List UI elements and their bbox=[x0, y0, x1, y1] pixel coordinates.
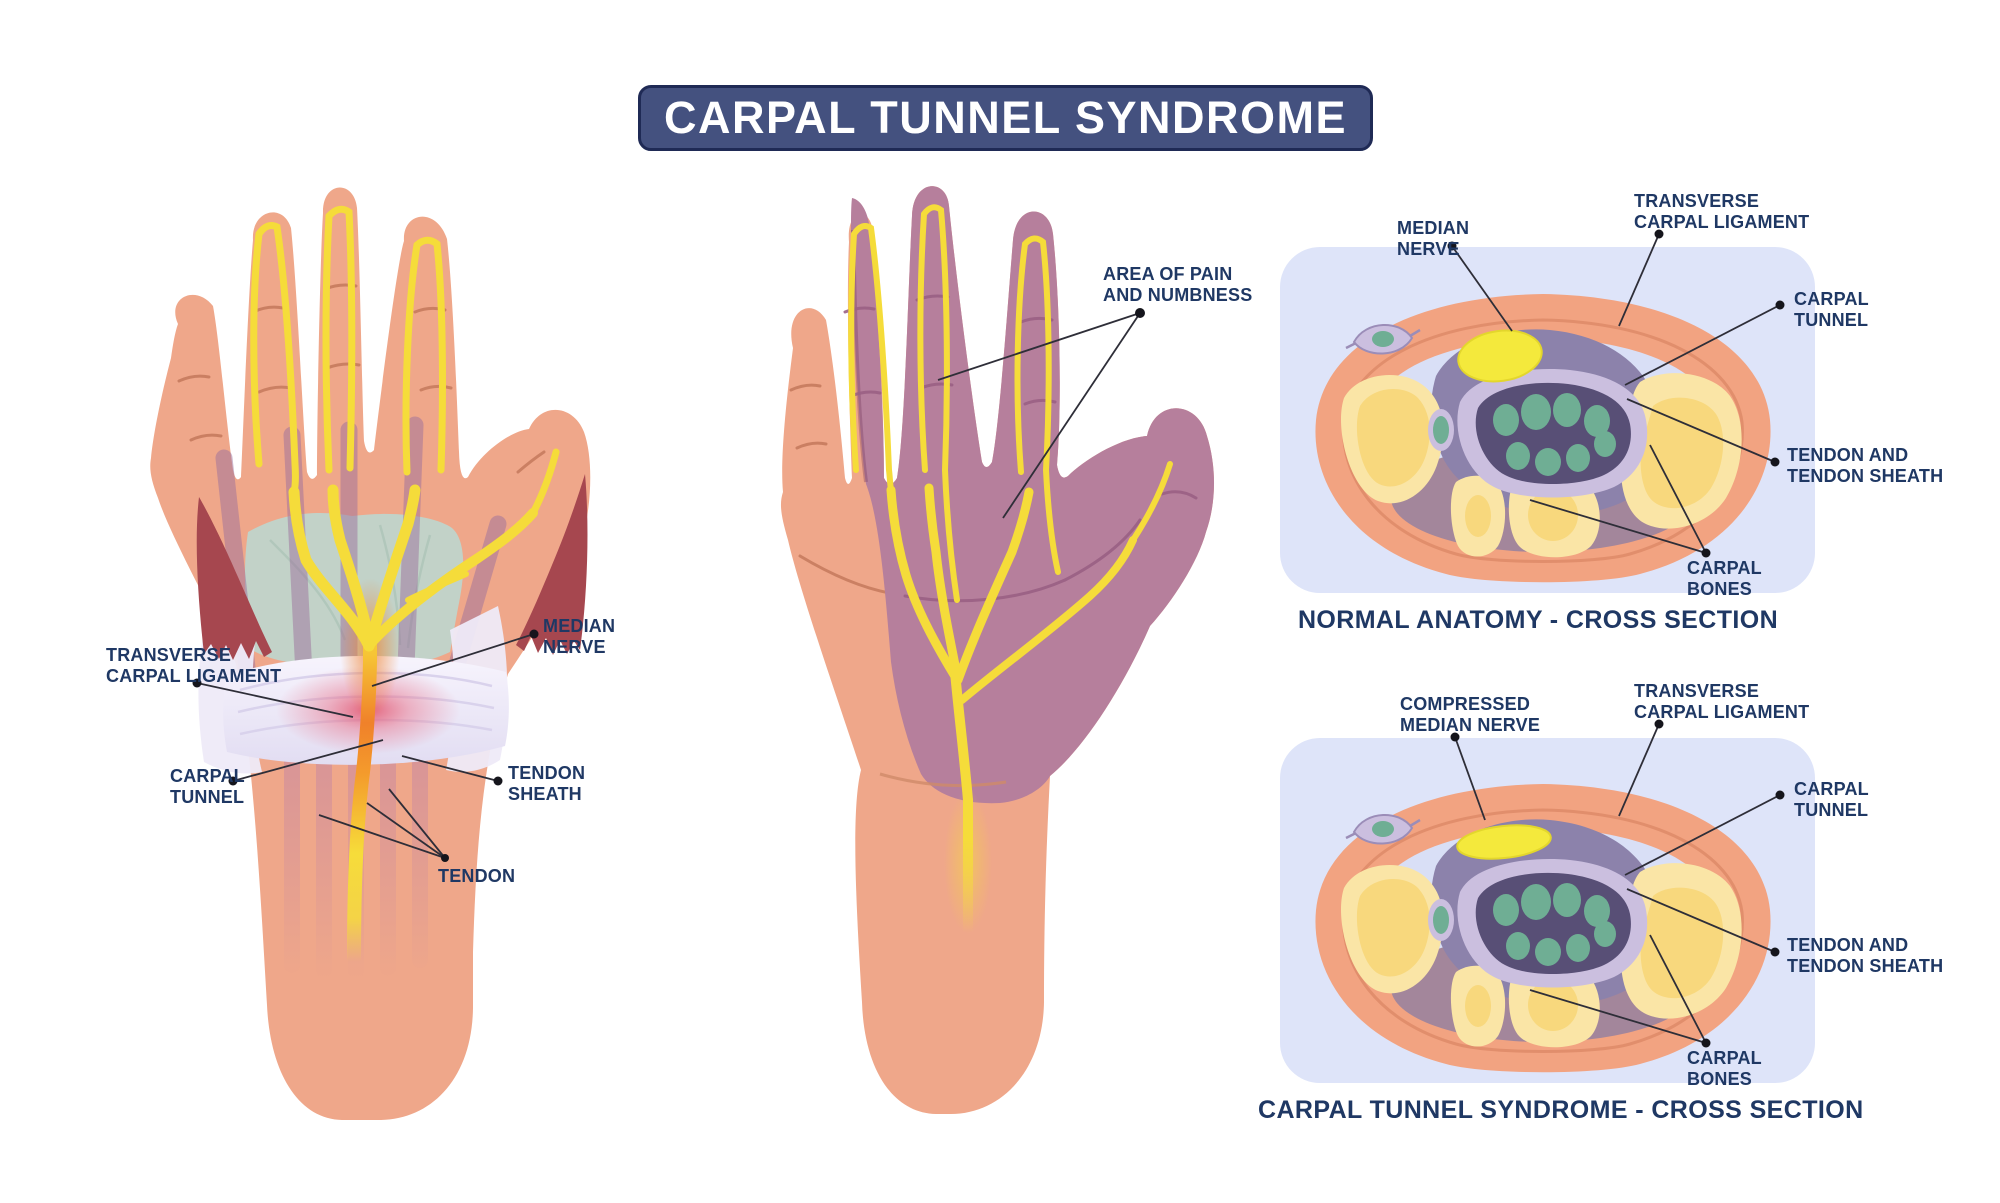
label-ns-transverse-carpal-ligament: TRANSVERSE CARPAL LIGAMENT bbox=[1634, 191, 1809, 233]
label-line: TENDON AND bbox=[1787, 445, 1909, 465]
label-tendon: TENDON bbox=[438, 866, 515, 887]
page-title: CARPAL TUNNEL SYNDROME bbox=[638, 85, 1373, 151]
wrist-crease bbox=[879, 772, 1007, 788]
label-cts-carpal-tunnel: CARPAL TUNNEL bbox=[1794, 779, 1869, 821]
label-line: CARPAL bbox=[1794, 289, 1869, 309]
label-line: TUNNEL bbox=[1794, 310, 1869, 330]
label-line: NERVE bbox=[543, 637, 606, 657]
label-transverse-carpal-ligament: TRANSVERSE CARPAL LIGAMENT bbox=[106, 645, 281, 687]
label-line: COMPRESSED bbox=[1400, 694, 1531, 714]
leader-dots bbox=[192, 229, 1785, 1048]
label-line: TENDON bbox=[508, 763, 586, 783]
label-line: TENDON AND bbox=[1787, 935, 1909, 955]
label-line: CARPAL LIGAMENT bbox=[1634, 212, 1810, 232]
median-nerve-normal-shape bbox=[1457, 329, 1543, 383]
cts-section-caption: CARPAL TUNNEL SYNDROME - CROSS SECTION bbox=[1258, 1096, 1864, 1124]
median-nerve-paths bbox=[250, 205, 560, 965]
leader-lines bbox=[196, 233, 1781, 1044]
label-line: AREA OF PAIN bbox=[1103, 264, 1233, 284]
label-line: CARPAL LIGAMENT bbox=[1634, 702, 1810, 722]
label-cts-compressed-median-nerve: COMPRESSED MEDIAN NERVE bbox=[1400, 694, 1540, 736]
label-cts-transverse-carpal-ligament: TRANSVERSE CARPAL LIGAMENT bbox=[1634, 681, 1809, 723]
label-line: TRANSVERSE bbox=[106, 645, 232, 665]
label-area-of-pain: AREA OF PAIN AND NUMBNESS bbox=[1103, 264, 1252, 306]
label-line: CARPAL bbox=[1687, 558, 1762, 578]
label-line: SHEATH bbox=[508, 784, 582, 804]
label-line: NERVE bbox=[1397, 239, 1460, 259]
median-nerve-compressed-shape bbox=[1456, 824, 1552, 860]
label-line: TENDON SHEATH bbox=[1787, 466, 1944, 486]
muscle-right bbox=[516, 474, 588, 655]
label-line: TENDON bbox=[438, 866, 516, 886]
label-line: TRANSVERSE bbox=[1634, 681, 1760, 701]
label-ns-tendon-and-sheath: TENDON AND TENDON SHEATH bbox=[1787, 445, 1943, 487]
label-carpal-tunnel: CARPAL TUNNEL bbox=[170, 766, 245, 808]
label-line: CARPAL bbox=[1687, 1048, 1762, 1068]
label-line: BONES bbox=[1687, 579, 1753, 599]
label-line: MEDIAN NERVE bbox=[1400, 715, 1541, 735]
normal-section-caption: NORMAL ANATOMY - CROSS SECTION bbox=[1297, 606, 1779, 634]
label-median-nerve: MEDIAN NERVE bbox=[543, 616, 615, 658]
label-line: BONES bbox=[1687, 1069, 1753, 1089]
cross-section-normal bbox=[1313, 292, 1773, 584]
median-nerve-palm-paths bbox=[848, 204, 1173, 935]
label-line: TENDON SHEATH bbox=[1787, 956, 1944, 976]
muscle-left bbox=[196, 497, 272, 660]
label-cts-carpal-bones: CARPAL BONES bbox=[1687, 1048, 1762, 1090]
label-line: CARPAL bbox=[170, 766, 245, 786]
label-line: TUNNEL bbox=[1794, 800, 1869, 820]
label-line: CARPAL LIGAMENT bbox=[106, 666, 282, 686]
label-line: MEDIAN bbox=[543, 616, 616, 636]
label-ns-median-nerve: MEDIAN NERVE bbox=[1397, 218, 1469, 260]
label-cts-tendon-and-sheath: TENDON AND TENDON SHEATH bbox=[1787, 935, 1943, 977]
label-tendon-sheath: TENDON SHEATH bbox=[508, 763, 585, 805]
label-line: CARPAL bbox=[1794, 779, 1869, 799]
label-ns-carpal-bones: CARPAL BONES bbox=[1687, 558, 1762, 600]
label-line: TUNNEL bbox=[170, 787, 245, 807]
label-line: TRANSVERSE bbox=[1634, 191, 1760, 211]
label-line: MEDIAN bbox=[1397, 218, 1470, 238]
label-line: AND NUMBNESS bbox=[1103, 285, 1253, 305]
label-ns-carpal-tunnel: CARPAL TUNNEL bbox=[1794, 289, 1869, 331]
hand-palmar-illustration bbox=[780, 186, 1215, 1114]
hand-dorsal-illustration bbox=[150, 187, 591, 1121]
cross-section-cts bbox=[1313, 782, 1773, 1074]
